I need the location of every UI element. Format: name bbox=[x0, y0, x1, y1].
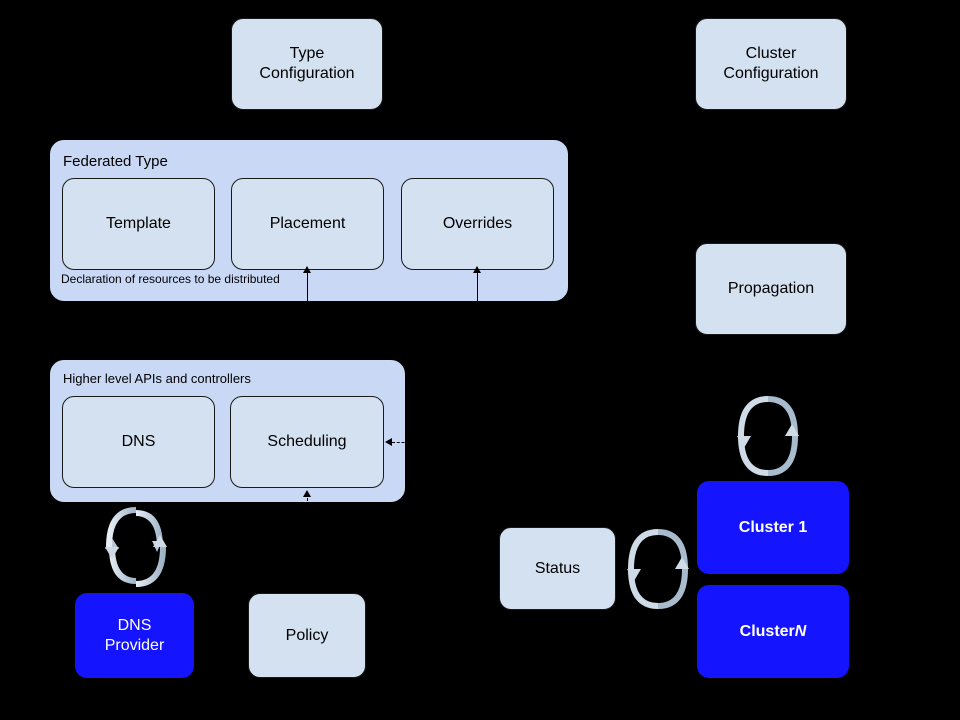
node-overrides[interactable]: Overrides bbox=[401, 178, 554, 270]
node-cluster-1[interactable]: Cluster 1 bbox=[697, 481, 849, 574]
sync-icon bbox=[737, 394, 799, 478]
node-propagation[interactable]: Propagation bbox=[695, 243, 847, 335]
group-federated-type-caption: Declaration of resources to be distribut… bbox=[61, 272, 280, 286]
node-scheduling[interactable]: Scheduling bbox=[230, 396, 384, 488]
group-federated-type-title: Federated Type bbox=[63, 153, 168, 170]
arrowhead-scheduling-left bbox=[385, 438, 392, 446]
arrowhead-placement bbox=[303, 266, 311, 273]
arrowhead-scheduling-bottom bbox=[303, 490, 311, 497]
connector-to-overrides bbox=[477, 272, 478, 302]
node-dns-provider[interactable]: DNS Provider bbox=[75, 593, 194, 678]
sync-icon bbox=[105, 505, 167, 589]
group-higher-level-apis-title: Higher level APIs and controllers bbox=[63, 371, 251, 386]
node-dns[interactable]: DNS bbox=[62, 396, 215, 488]
node-template[interactable]: Template bbox=[62, 178, 215, 270]
connector-policy-to-scheduling bbox=[307, 498, 308, 512]
sync-icon bbox=[627, 527, 689, 611]
node-cluster-n-prefix: Cluster bbox=[739, 622, 795, 640]
node-policy[interactable]: Policy bbox=[248, 593, 366, 678]
node-cluster-configuration[interactable]: Cluster Configuration bbox=[695, 18, 847, 110]
node-cluster-n-suffix: N bbox=[794, 622, 807, 640]
connector-scheduling-to-placement bbox=[307, 272, 308, 362]
node-status[interactable]: Status bbox=[499, 527, 616, 610]
node-type-configuration[interactable]: Type Configuration bbox=[231, 18, 383, 110]
arrowhead-overrides bbox=[473, 266, 481, 273]
node-cluster-n[interactable]: Cluster N bbox=[697, 585, 849, 678]
connector-cluster-to-scheduling bbox=[392, 442, 414, 443]
node-placement[interactable]: Placement bbox=[231, 178, 384, 270]
